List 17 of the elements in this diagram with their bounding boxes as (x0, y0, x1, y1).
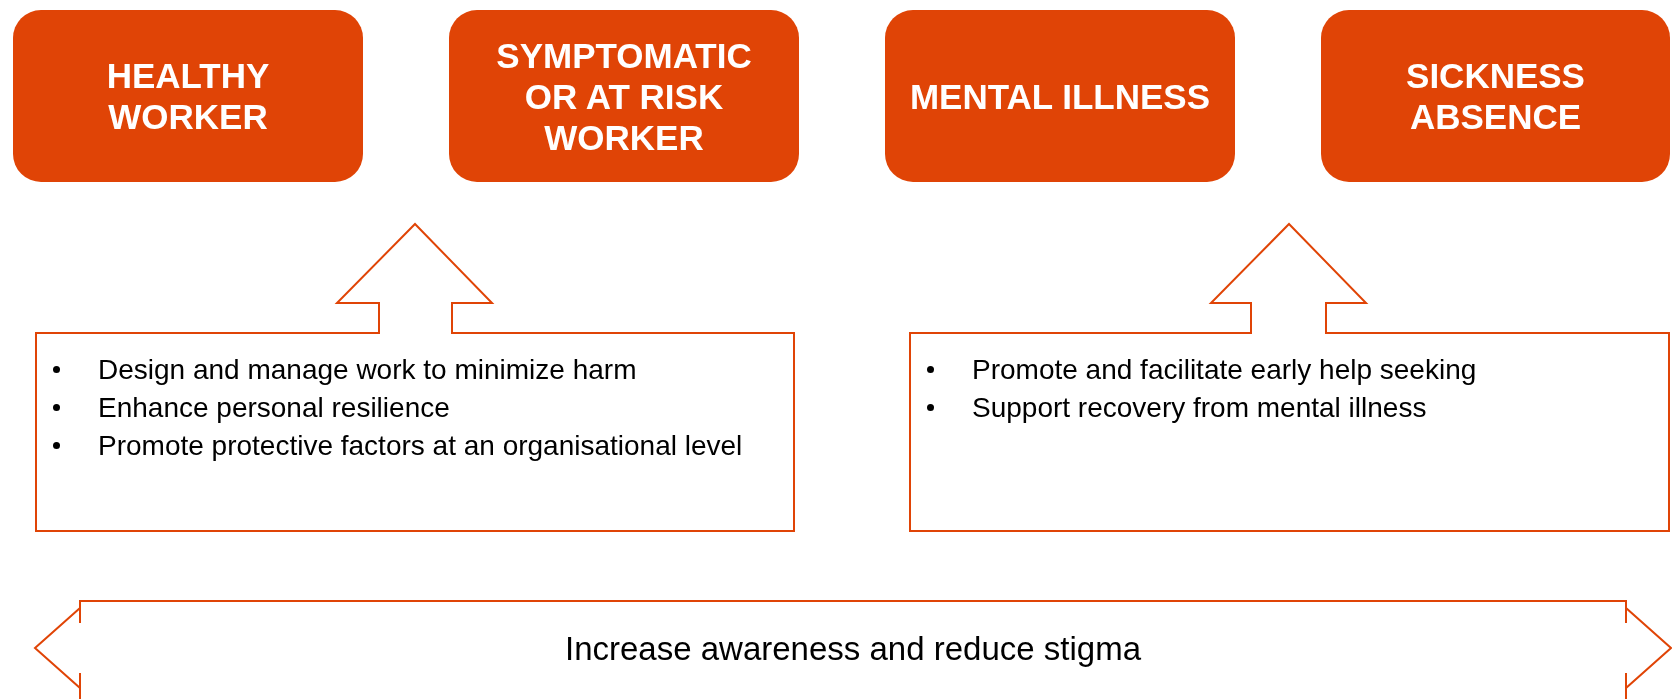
stage-box (885, 10, 1235, 182)
bullet-text: Support recovery from mental illness (972, 391, 1427, 425)
stage-label: SYMPTOMATIC OR AT RISK WORKER (495, 34, 753, 158)
bullet-text: Promote and facilitate early help seeking (972, 353, 1477, 387)
bullet-text: Promote protective factors at an organisational level (98, 429, 743, 463)
double-arrow-band (34, 600, 1672, 698)
stage-box (1321, 10, 1670, 182)
stage-box (449, 10, 799, 182)
stage-label: MENTAL ILLNESS (909, 75, 1211, 117)
callout-arrow-box (35, 223, 795, 532)
stage-box (13, 10, 363, 182)
stage-label: HEALTHY WORKER (105, 55, 271, 137)
stage-label: SICKNESS ABSENCE (1405, 55, 1586, 137)
bullet-text: Design and manage work to minimize harm (98, 353, 637, 387)
band-label: Increase awareness and reduce stigma (565, 629, 1141, 670)
bullet-text: Enhance personal resilience (98, 391, 450, 425)
callout-arrow-box (909, 223, 1670, 532)
